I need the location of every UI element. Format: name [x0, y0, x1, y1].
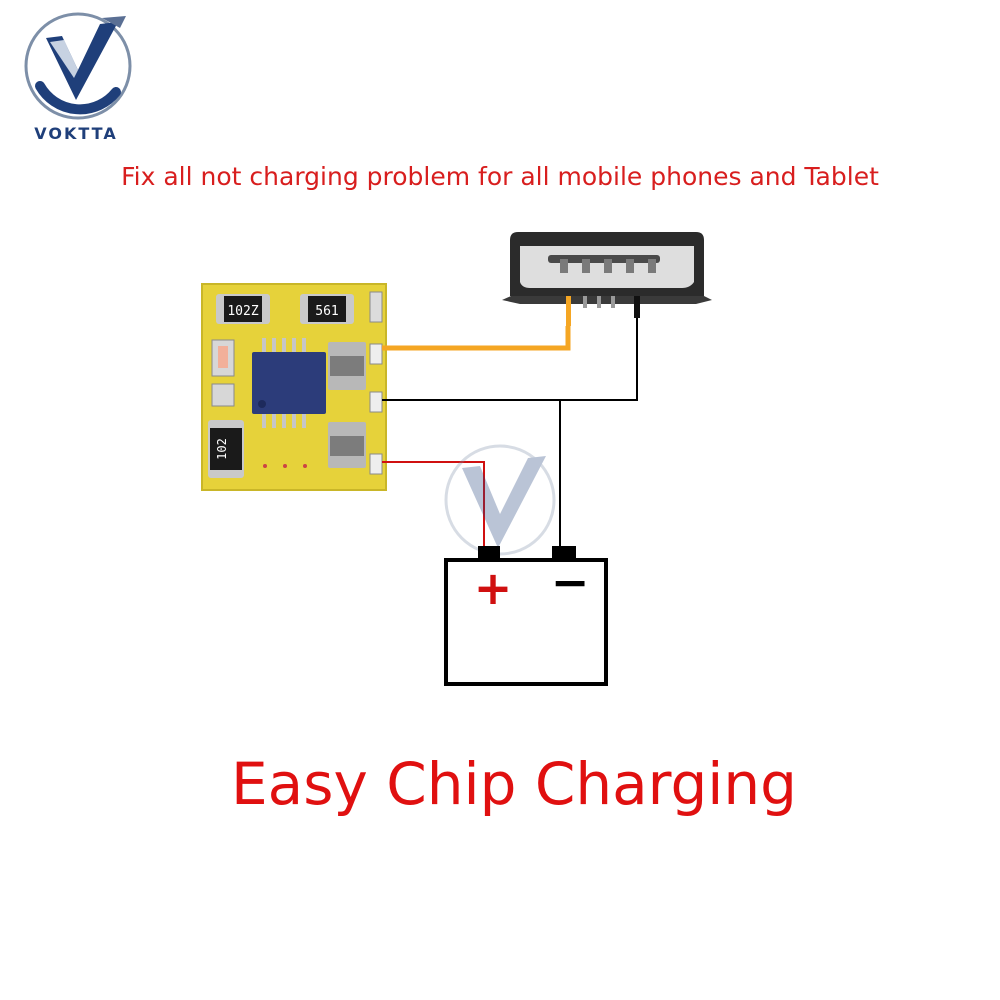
battery-negative-symbol: −: [551, 555, 590, 609]
resistor-label-102: 102: [215, 438, 229, 460]
usb-connector: [502, 232, 712, 326]
battery-body: [444, 558, 608, 686]
charging-chip-board: [201, 283, 387, 491]
pad-positive: [369, 453, 383, 475]
pin-1: [566, 296, 571, 326]
resistor-102z: [216, 294, 270, 324]
headline: Fix all not charging problem for all mob…: [121, 162, 879, 191]
data-wire: [382, 326, 571, 351]
voktta-logo: [24, 12, 132, 120]
positive-terminal: [478, 546, 500, 560]
voktta-v-logo-icon: [24, 12, 132, 120]
pad-data: [369, 343, 383, 365]
pin-2: [583, 296, 587, 308]
pin-4: [611, 296, 615, 308]
watermark-logo: [444, 444, 556, 556]
brand-name: VOKTTA: [34, 124, 118, 143]
capacitor-bottom: [328, 422, 366, 468]
ground-wire: [382, 318, 638, 401]
battery-positive-symbol: +: [474, 561, 513, 615]
capacitor-top: [328, 342, 366, 390]
negative-terminal: [552, 546, 576, 560]
product-title: Easy Chip Charging: [231, 750, 797, 818]
ic-chip: [252, 338, 326, 428]
pad-ground: [369, 391, 383, 413]
resistor-label-102z: 102Z: [227, 304, 258, 319]
resistor-label-561: 561: [315, 304, 338, 319]
battery: [444, 546, 608, 686]
positive-wire: [382, 461, 485, 556]
resistor-102: [208, 420, 244, 478]
resistor-561: [300, 294, 354, 324]
pin-5-ground: [634, 296, 640, 318]
pin-3: [597, 296, 601, 308]
